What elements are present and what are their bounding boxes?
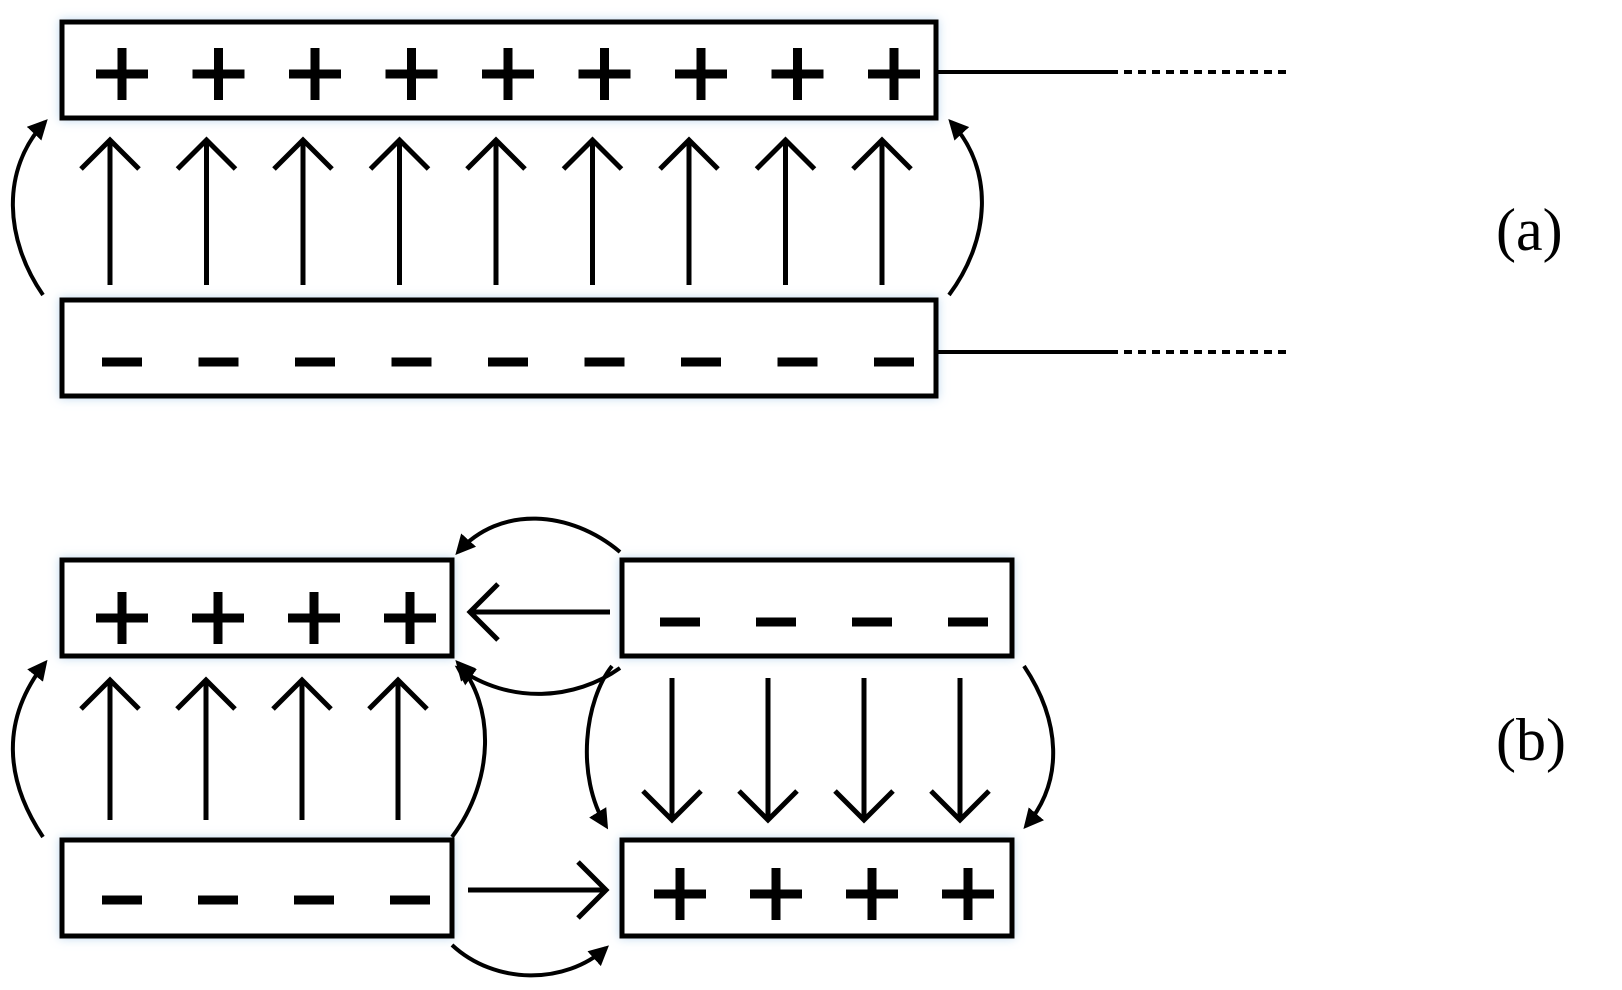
field-arrow-up bbox=[851, 136, 913, 285]
fringe-arrow-b-bottom-arc bbox=[450, 943, 609, 978]
field-arrow-up bbox=[368, 136, 431, 285]
field-lines-b-right bbox=[641, 678, 991, 824]
fringe-arrow-b-inner-left bbox=[450, 659, 488, 839]
field-arrow-down bbox=[641, 678, 703, 824]
plus-sign bbox=[750, 868, 802, 920]
horizontal-field-arrowhead-top bbox=[466, 582, 500, 642]
field-arrow-down bbox=[929, 678, 991, 824]
fringe-arrow-b-middle-arc bbox=[454, 665, 622, 696]
plus-sign bbox=[675, 48, 727, 100]
field-arrow-up bbox=[175, 136, 238, 285]
plus-sign bbox=[942, 868, 994, 920]
field-arrow-down bbox=[737, 678, 799, 824]
field-arrow-up bbox=[79, 136, 141, 285]
positive-signs-b-left bbox=[96, 592, 436, 644]
field-arrow-up bbox=[754, 136, 817, 285]
right-top-negative-plate bbox=[619, 557, 1015, 659]
plus-sign bbox=[384, 592, 436, 644]
part-a: (a) bbox=[10, 19, 1563, 399]
part-label-a: (a) bbox=[1496, 197, 1563, 263]
field-arrow-up bbox=[79, 676, 141, 820]
field-lines-b-left bbox=[79, 676, 429, 820]
field-arrow-up bbox=[658, 136, 720, 285]
horizontal-field-arrowhead-bottom bbox=[576, 860, 610, 920]
plus-sign bbox=[289, 48, 341, 100]
right-fringe-arrow-a bbox=[947, 119, 984, 297]
fringe-arrow-b-top-arc bbox=[455, 516, 622, 555]
fringe-arrow-b-inner-right bbox=[584, 664, 614, 830]
field-lines-a bbox=[79, 136, 913, 285]
right-bottom-positive-plate bbox=[619, 837, 1015, 939]
left-fringe-arrow-a bbox=[10, 119, 48, 297]
part-label-b: (b) bbox=[1496, 707, 1566, 773]
plus-sign bbox=[192, 592, 244, 644]
left-bottom-negative-plate bbox=[59, 837, 455, 939]
plus-sign bbox=[578, 48, 631, 100]
plus-sign bbox=[385, 48, 438, 100]
field-arrow-up bbox=[561, 136, 624, 285]
plus-sign bbox=[846, 868, 898, 920]
plus-sign bbox=[771, 48, 824, 100]
plus-sign bbox=[96, 48, 148, 100]
plus-sign bbox=[482, 48, 534, 100]
fringe-arrow-b-outer-left bbox=[10, 659, 48, 839]
plus-sign bbox=[192, 48, 245, 100]
field-arrow-down bbox=[833, 678, 895, 824]
positive-signs-b-right bbox=[654, 868, 994, 920]
field-arrow-up bbox=[271, 676, 333, 820]
positive-signs-a bbox=[96, 48, 920, 100]
fringe-arrow-b-outer-right bbox=[1022, 664, 1056, 830]
field-arrow-up bbox=[175, 676, 237, 820]
plus-sign bbox=[96, 592, 148, 644]
field-arrow-up bbox=[367, 676, 429, 820]
plus-sign bbox=[868, 48, 920, 100]
part-b: (b) bbox=[10, 516, 1566, 978]
field-arrow-up bbox=[272, 136, 334, 285]
plus-sign bbox=[288, 592, 340, 644]
field-arrow-up bbox=[465, 136, 527, 285]
left-top-positive-plate bbox=[59, 557, 455, 659]
plus-sign bbox=[654, 868, 706, 920]
bottom-negative-plate bbox=[59, 297, 939, 399]
